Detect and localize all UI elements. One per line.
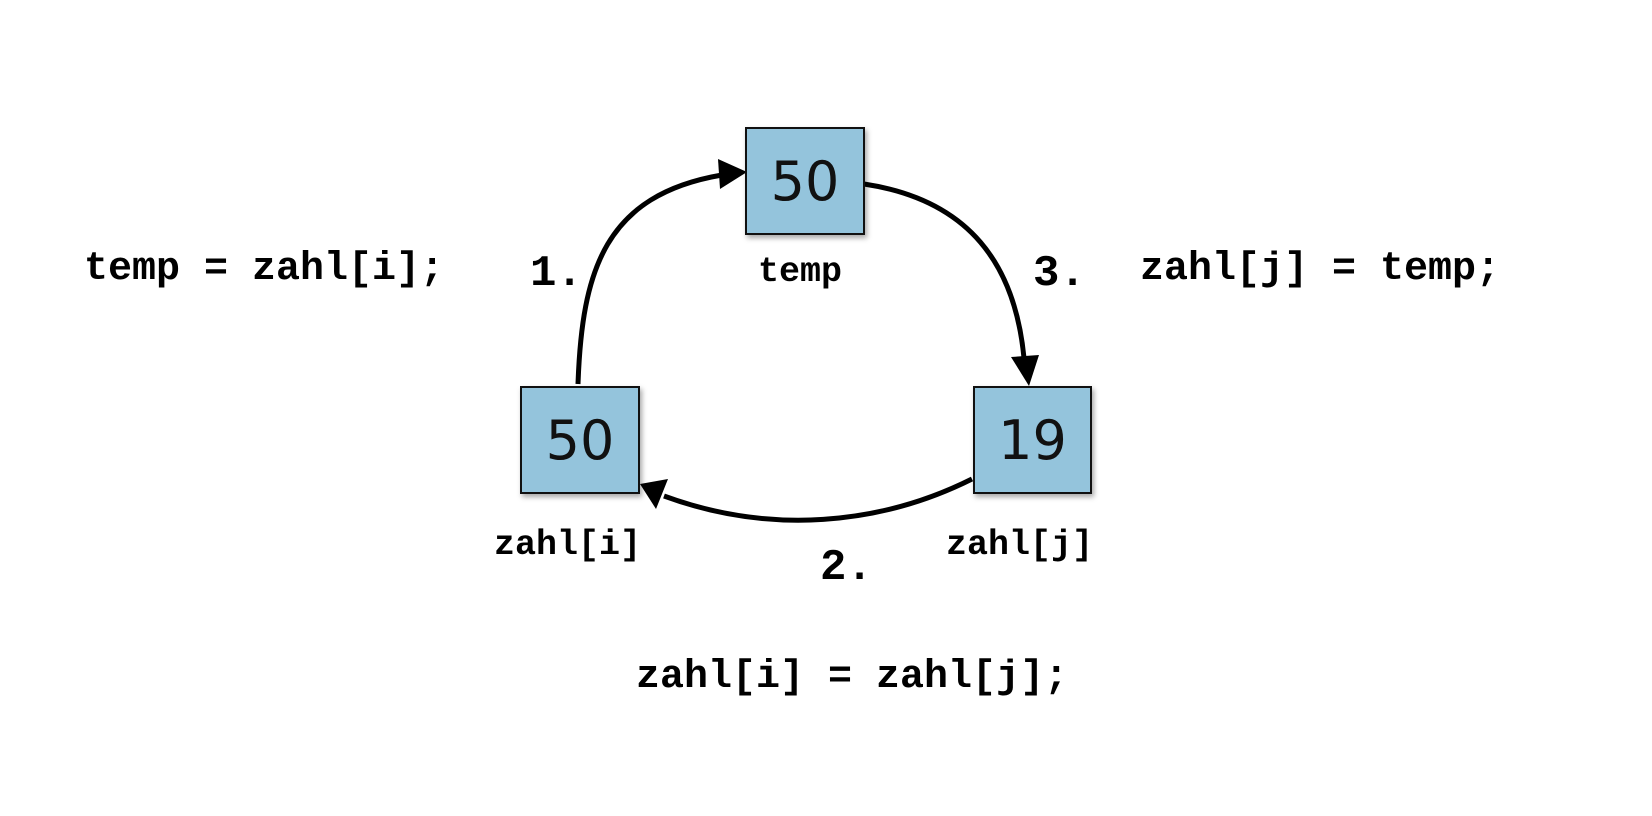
step1-code: temp = zahl[i]; — [84, 247, 445, 292]
zahl-i-box: 50 — [520, 386, 640, 494]
step3-code: zahl[j] = temp; — [1140, 247, 1501, 292]
temp-value: 50 — [770, 149, 840, 213]
zahl-i-value: 50 — [545, 408, 615, 472]
zahl-i-label: zahl[i] — [494, 525, 642, 565]
step2-code: zahl[i] = zahl[j]; — [636, 655, 1069, 700]
temp-box: 50 — [745, 127, 865, 235]
zahl-j-value: 19 — [998, 408, 1067, 472]
step1-number: 1. — [530, 249, 583, 299]
step3-number: 3. — [1033, 249, 1086, 299]
arrowhead-step2 — [640, 479, 668, 509]
step2-number: 2. — [820, 543, 873, 593]
zahl-j-label: zahl[j] — [946, 525, 1094, 565]
arrow-step2 — [663, 476, 974, 523]
temp-label: temp — [758, 252, 843, 292]
zahl-j-box: 19 — [973, 386, 1092, 494]
arrowhead-step3 — [1011, 355, 1039, 386]
arrow-step1 — [575, 172, 723, 385]
arrowhead-step1 — [718, 159, 747, 189]
arrow-step3 — [863, 181, 1027, 359]
